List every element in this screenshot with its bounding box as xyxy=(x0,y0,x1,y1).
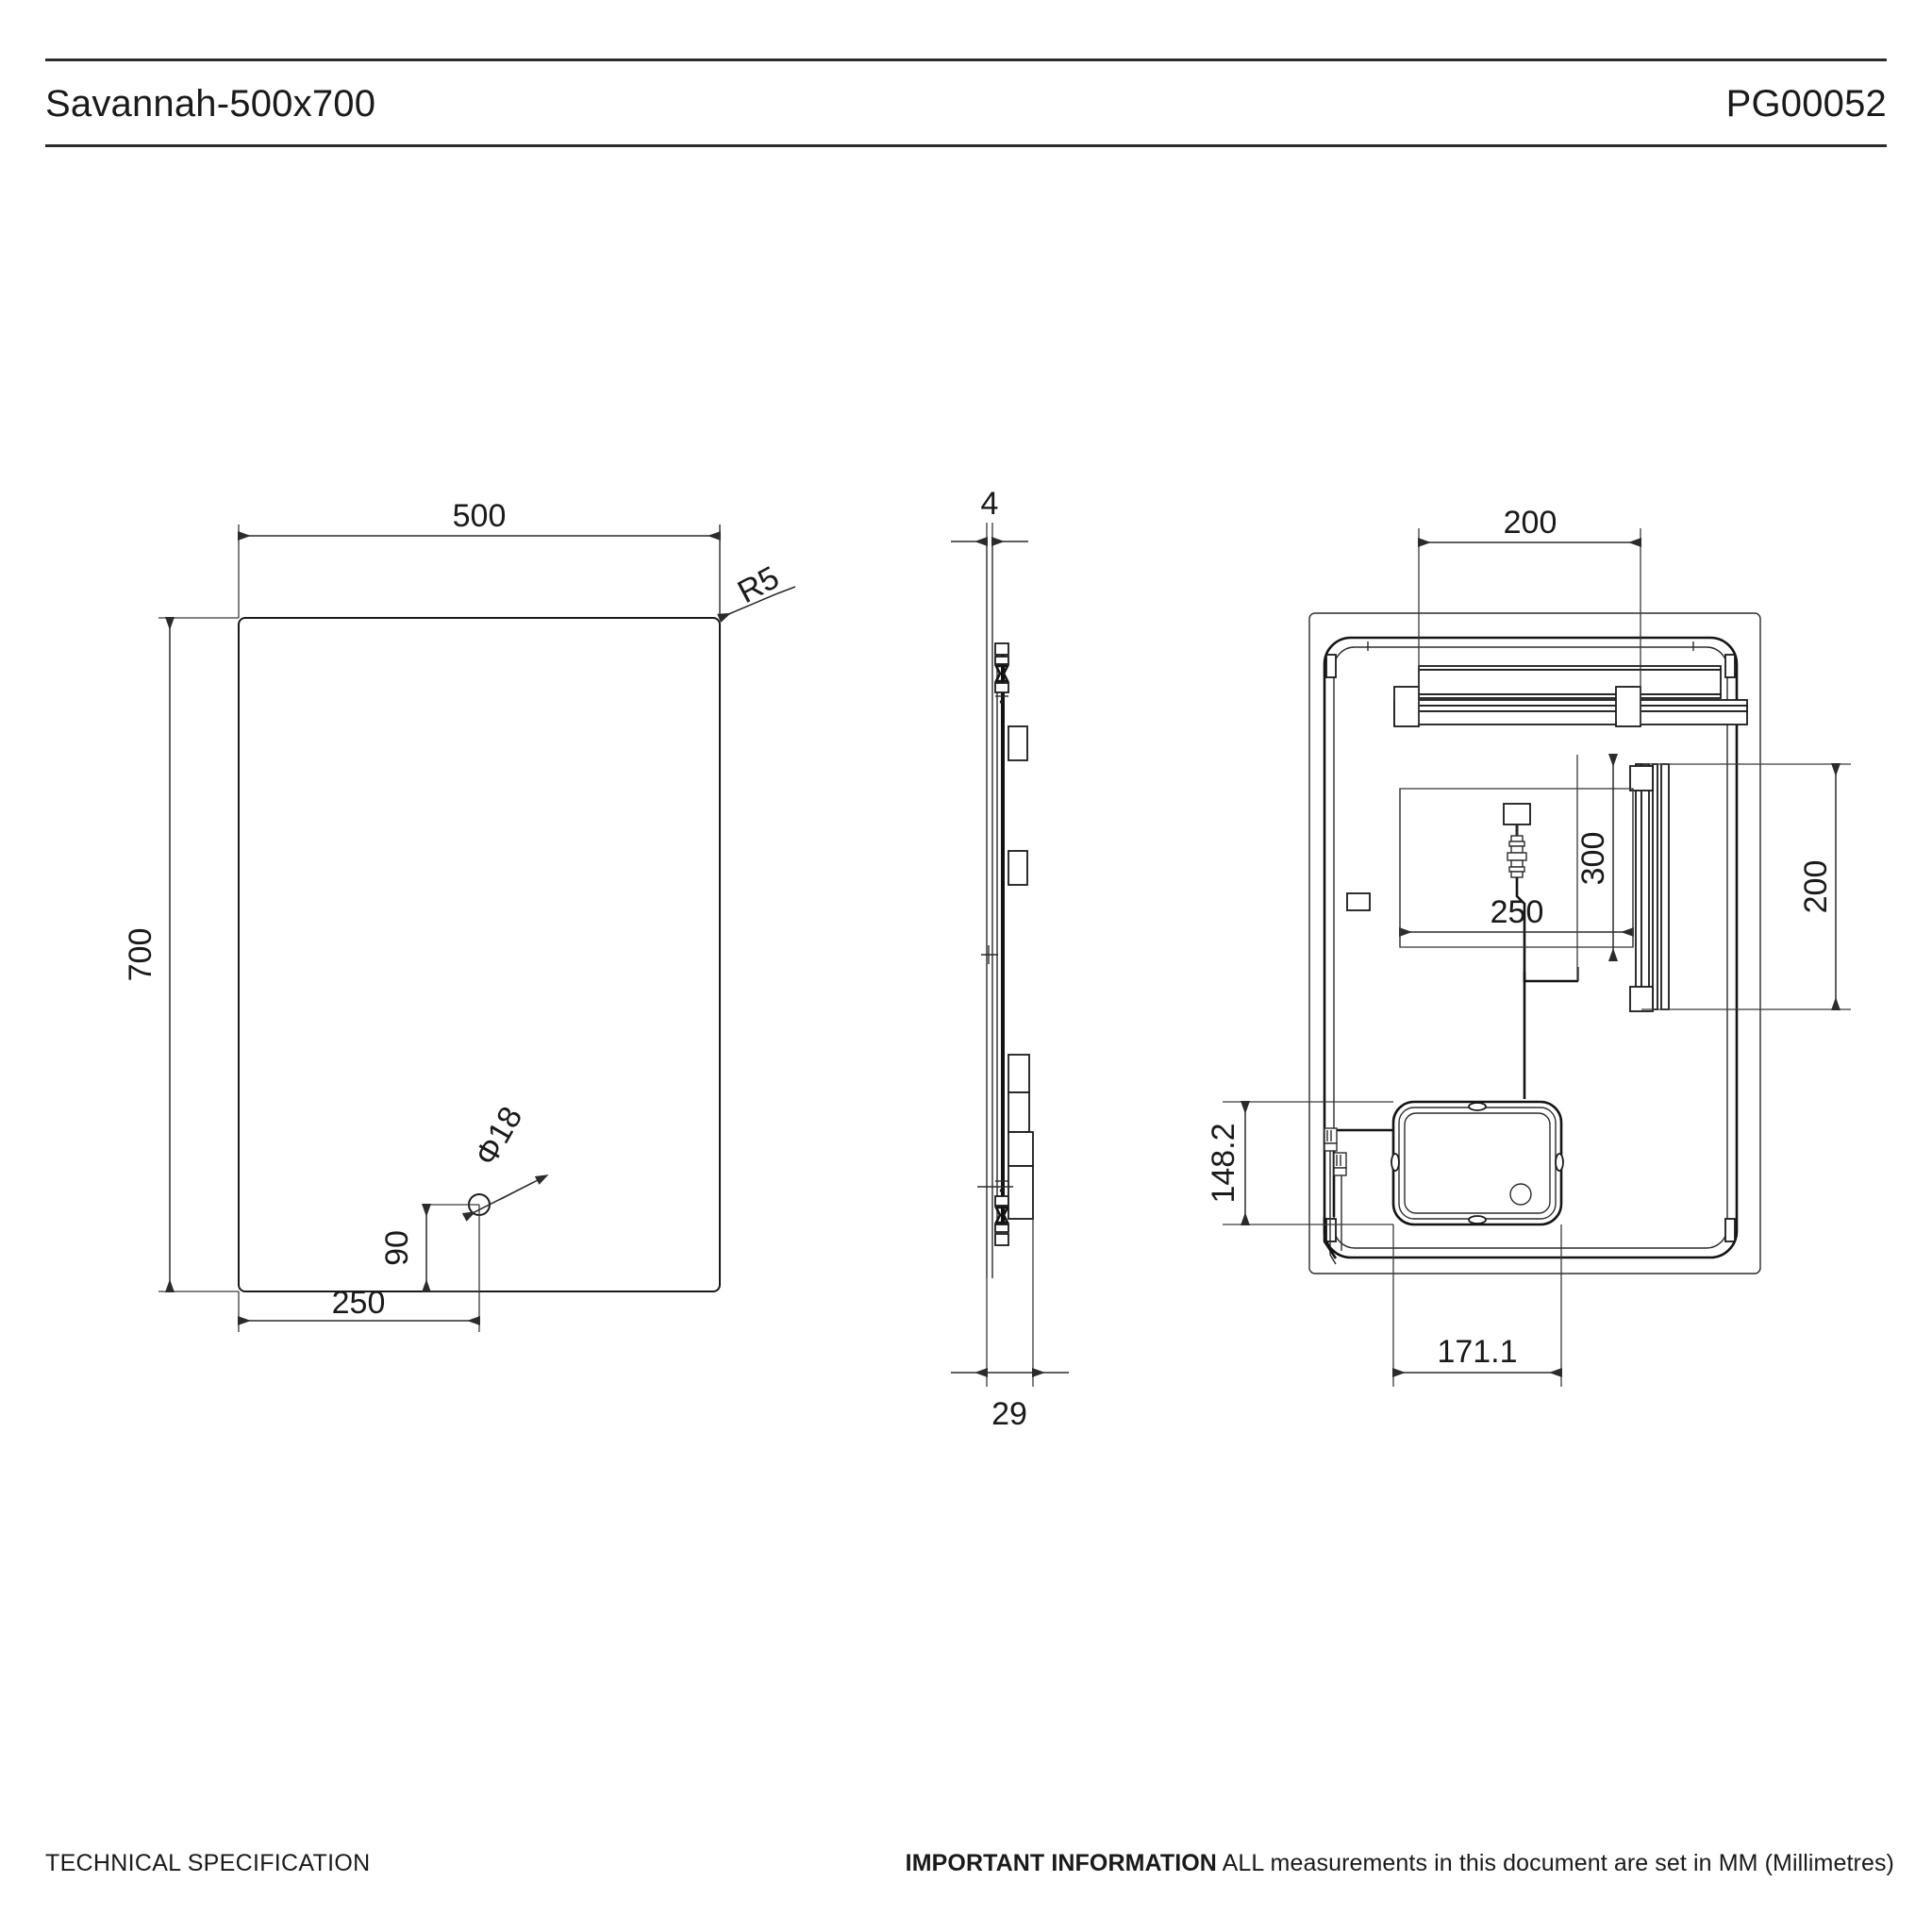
side-section-geometry xyxy=(977,538,1034,1387)
header-rule-top xyxy=(45,58,1887,61)
dim-front-hole-vertical: 90 xyxy=(379,1230,415,1266)
footer-measurement-note: ALL measurements in this document are se… xyxy=(1216,1849,1894,1876)
dim-rear-box-width: 250 xyxy=(1491,894,1544,930)
dim-front-hole-diameter: Φ18 xyxy=(468,1101,529,1172)
front-elevation-dimensions xyxy=(158,525,796,1332)
page-title: Savannah-500x700 xyxy=(45,82,376,125)
side-section-dimensions xyxy=(951,523,1069,1377)
footer-important-label: IMPORTANT INFORMATION xyxy=(905,1849,1217,1876)
dim-front-width: 500 xyxy=(453,498,507,534)
footer-technical-specification: TECHNICAL SPECIFICATION xyxy=(45,1849,371,1876)
dim-side-depth: 29 xyxy=(991,1396,1027,1432)
footer-important-information: IMPORTANT INFORMATION ALL measurements i… xyxy=(906,1850,1894,1877)
side-section-labels: 4 29 xyxy=(981,486,1027,1432)
rear-view-geometry xyxy=(1308,612,1761,1274)
rear-view-labels: 200 250 300 200 148.2 171.1 xyxy=(1206,505,1834,1370)
header: Savannah-500x700 PG00052 xyxy=(45,66,1887,142)
dim-front-height: 700 xyxy=(123,928,158,982)
dim-side-thickness: 4 xyxy=(981,486,999,522)
header-rule-bottom xyxy=(45,144,1887,147)
rear-view-dimensions xyxy=(1223,528,1851,1387)
dim-rear-strip-height: 200 xyxy=(1798,860,1834,914)
dim-rear-top-strip-width: 200 xyxy=(1504,505,1557,541)
dim-rear-box-height: 300 xyxy=(1575,832,1611,886)
front-elevation-labels: 500 700 R5 Φ18 90 250 xyxy=(123,498,785,1321)
dim-rear-driver-vertical: 148.2 xyxy=(1206,1123,1241,1203)
front-elevation-geometry xyxy=(238,617,721,1292)
dim-rear-driver-horizontal: 171.1 xyxy=(1437,1334,1517,1370)
footer: TECHNICAL SPECIFICATION IMPORTANT INFORM… xyxy=(45,1844,1894,1882)
dim-front-corner-radius: R5 xyxy=(732,559,785,610)
product-code: PG00052 xyxy=(1725,82,1887,125)
dim-front-hole-horizontal: 250 xyxy=(332,1285,386,1321)
